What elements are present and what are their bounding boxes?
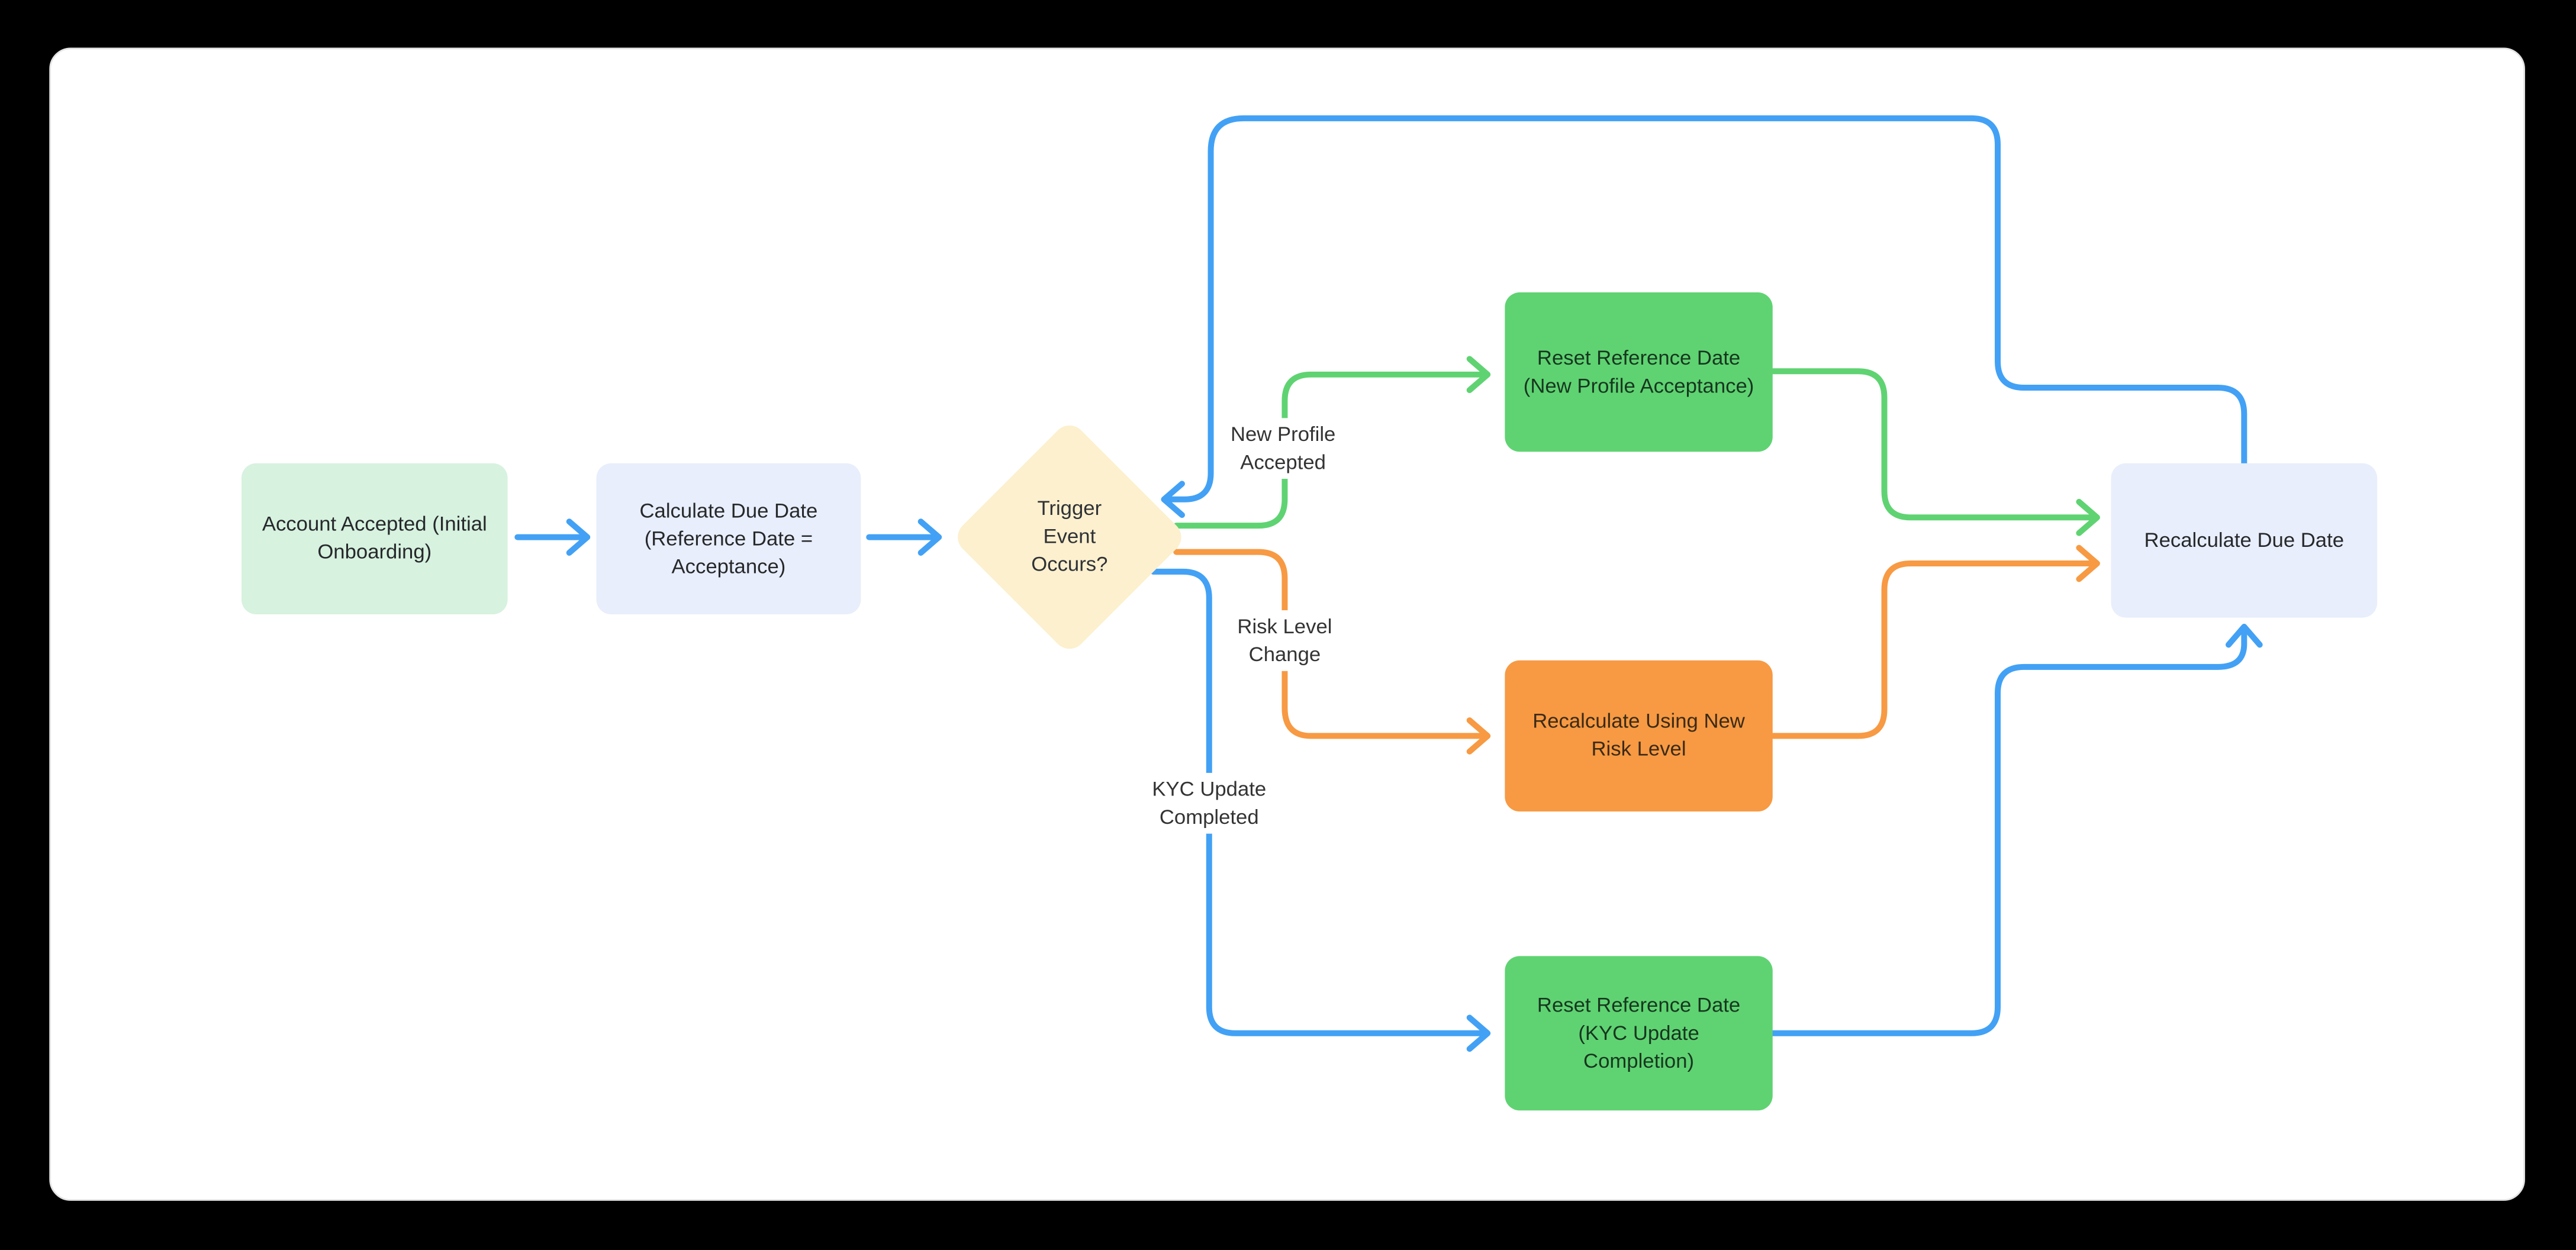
node-label-line: Account Accepted (Initial (262, 512, 487, 536)
node-label-line: Occurs? (1031, 552, 1108, 576)
node-trigger-event-label: Trigger Event Occurs? (987, 495, 1152, 579)
node-label-line: Reset Reference Date (1537, 993, 1741, 1016)
node-recalculate-new-risk: Recalculate Using New Risk Level (1505, 660, 1773, 812)
edge-label-line: New Profile (1230, 423, 1336, 446)
node-label-line: (Reference Date = (644, 526, 813, 550)
node-label-line: Completion) (1583, 1049, 1695, 1072)
node-label-line: (KYC Update (1578, 1020, 1699, 1044)
edge-label-line: Completed (1159, 804, 1259, 828)
node-label-line: Risk Level (1591, 737, 1686, 761)
node-label-line: Recalculate Due Date (2144, 528, 2345, 552)
edge-label-line: Change (1248, 642, 1321, 666)
node-label-line: Trigger (1037, 497, 1102, 520)
edge-label-new-profile-accepted: New Profile Accepted (1223, 418, 1342, 479)
node-label-line: Reset Reference Date (1537, 346, 1741, 369)
node-reset-reference-kyc: Reset Reference Date (KYC Update Complet… (1505, 956, 1773, 1111)
edge-label-line: Risk Level (1237, 615, 1332, 639)
edge-label-risk-level-change: Risk Level Change (1231, 610, 1339, 671)
node-label-line: (New Profile Acceptance) (1523, 373, 1754, 397)
node-label-line: Onboarding) (317, 540, 432, 563)
node-reset-reference-new-profile: Reset Reference Date (New Profile Accept… (1505, 292, 1773, 452)
edge-label-line: KYC Update (1152, 778, 1267, 801)
node-label-line: Recalculate Using New (1532, 710, 1745, 733)
edge-label-kyc-update-completed: KYC Update Completed (1145, 772, 1273, 834)
node-label-line: Acceptance) (671, 554, 786, 578)
node-account-accepted: Account Accepted (Initial Onboarding) (241, 463, 508, 615)
edge-label-line: Accepted (1240, 450, 1326, 473)
node-label-line: Calculate Due Date (639, 498, 818, 522)
node-recalculate-due-date: Recalculate Due Date (2111, 463, 2378, 618)
node-label-line: Event (1043, 524, 1096, 548)
node-calculate-due-date: Calculate Due Date (Reference Date = Acc… (596, 463, 861, 615)
